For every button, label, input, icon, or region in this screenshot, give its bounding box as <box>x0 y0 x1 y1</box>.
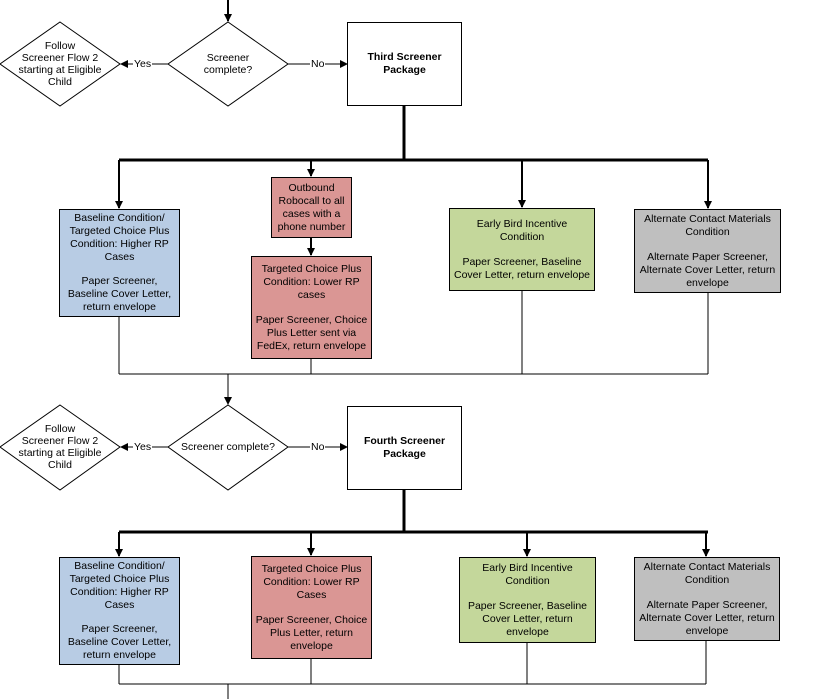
no-label-1: No <box>310 58 326 70</box>
box-title-line: phone number <box>277 220 346 233</box>
follow-line: Child <box>48 459 72 471</box>
baseline-condition-box-1: Baseline Condition/ Targeted Choice Plus… <box>59 209 180 317</box>
follow-line: starting at Eligible <box>18 447 102 459</box>
box-body-line: Plus Letter sent via <box>266 326 357 339</box>
box-body-line: Alternate Cover Letter, return <box>639 263 776 276</box>
box-title-line: Condition <box>505 574 550 587</box>
package-line: Package <box>383 448 426 460</box>
yes-label-1: Yes <box>133 58 153 70</box>
box-title-line: Early Bird Incentive <box>482 561 573 574</box>
targeted-choice-plus-box-2: Targeted Choice Plus Condition: Lower RP… <box>251 556 372 659</box>
box-title-line: Targeted Choice Plus <box>261 262 362 275</box>
alternate-contact-box-1: Alternate Contact Materials Condition Al… <box>634 209 781 293</box>
box-body-line: envelope <box>686 276 729 289</box>
box-body-line: return envelope <box>83 301 156 313</box>
box-body-line: envelope <box>506 625 549 638</box>
decision-line: Screener complete? <box>181 441 275 453</box>
box-title-line: Cases <box>296 588 327 601</box>
decision-diamond-1 <box>167 21 289 107</box>
box-body-line: Cover Letter, return <box>482 612 573 625</box>
box-body-line: Plus Letter, return <box>270 626 353 639</box>
box-body-line: Alternate Cover Letter, return <box>639 611 775 624</box>
box-body-line: Paper Screener, Choice <box>255 313 368 326</box>
box-title-line: Targeted Choice Plus <box>69 573 170 585</box>
box-body-line: Paper Screener, <box>81 275 158 287</box>
decision-text-1: Screener complete? <box>182 46 274 82</box>
third-screener-package-box: Third Screener Package <box>347 22 462 106</box>
yes-label-2: Yes <box>133 441 153 453</box>
early-bird-incentive-box-1: Early Bird Incentive Condition Paper Scr… <box>449 208 595 291</box>
box-body-line: Alternate Paper Screener, <box>646 598 768 611</box>
decision-line: complete? <box>203 64 253 76</box>
box-body-line: Baseline Cover Letter, <box>67 636 172 648</box>
box-title-line: Outbound <box>288 181 335 194</box>
box-body-line: Baseline Cover Letter, <box>67 288 172 300</box>
box-title-line: Condition: Higher RP <box>70 586 169 598</box>
box-body-line: return envelope <box>83 649 156 661</box>
box-title-line: Condition <box>685 225 730 238</box>
early-bird-incentive-box-2: Early Bird Incentive Condition Paper Scr… <box>459 557 596 643</box>
box-title-line: Condition <box>684 573 730 586</box>
box-title-line: Alternate Contact Materials <box>644 212 771 225</box>
follow-flow-text-1: Follow Screener Flow 2 starting at Eligi… <box>14 38 106 90</box>
box-title-line: Condition: Lower RP <box>263 575 360 588</box>
box-body-line: Paper Screener, <box>81 623 158 635</box>
follow-line: Child <box>48 76 72 88</box>
box-title-line: Condition <box>499 230 545 243</box>
follow-line: Screener Flow 2 <box>21 52 99 64</box>
follow-line: Screener Flow 2 <box>21 435 99 447</box>
package-line: Third Screener <box>367 51 442 63</box>
follow-diamond-2 <box>0 404 121 491</box>
box-title-line: Cases <box>104 599 135 611</box>
box-body-line: Paper Screener, Baseline <box>467 599 588 612</box>
follow-line: starting at Eligible <box>18 64 102 76</box>
follow-line: Follow <box>44 423 76 435</box>
follow-line: Follow <box>44 40 76 52</box>
package-line: Package <box>383 64 426 76</box>
decision-line: Screener <box>206 52 250 64</box>
box-title-line: Targeted Choice Plus <box>69 225 170 237</box>
baseline-condition-box-2: Baseline Condition/ Targeted Choice Plus… <box>59 557 180 665</box>
fourth-screener-package-box: Fourth Screener Package <box>347 406 462 490</box>
box-title-line: Condition: Higher RP <box>70 238 169 250</box>
decision-text-2: Screener complete? <box>168 439 288 455</box>
box-title-line: Baseline Condition/ <box>74 212 165 224</box>
box-body-line: FedEx, return envelope <box>256 339 367 352</box>
box-body-line: envelope <box>685 624 729 637</box>
box-title-line: Early Bird Incentive <box>476 217 568 230</box>
follow-flow-text-2: Follow Screener Flow 2 starting at Eligi… <box>14 421 106 473</box>
decision-diamond-2 <box>167 404 289 491</box>
box-title-line: Targeted Choice Plus <box>261 562 362 575</box>
box-title-line: Alternate Contact Materials <box>643 560 771 573</box>
box-title-line: cases <box>297 288 326 301</box>
package-line: Fourth Screener <box>363 435 446 447</box>
box-title-line: Robocall to all <box>278 194 345 207</box>
alternate-contact-box-2: Alternate Contact Materials Condition Al… <box>634 557 780 641</box>
targeted-choice-plus-box-1: Targeted Choice Plus Condition: Lower RP… <box>251 256 372 359</box>
box-title-line: Condition: Lower RP <box>263 275 360 288</box>
box-body-line: Cover Letter, return envelope <box>454 268 590 281</box>
no-label-2: No <box>310 441 326 453</box>
box-title-line: Cases <box>104 251 135 263</box>
box-title-line: Baseline Condition/ <box>74 560 165 572</box>
box-title-line: cases with a <box>282 207 341 220</box>
box-body-line: envelope <box>290 639 333 652</box>
follow-diamond-1 <box>0 21 121 107</box>
box-body-line: Paper Screener, Baseline <box>462 255 582 268</box>
outbound-robocall-box: Outbound Robocall to all cases with a ph… <box>271 177 352 238</box>
box-body-line: Alternate Paper Screener, <box>647 250 768 263</box>
box-body-line: Paper Screener, Choice <box>255 613 368 626</box>
